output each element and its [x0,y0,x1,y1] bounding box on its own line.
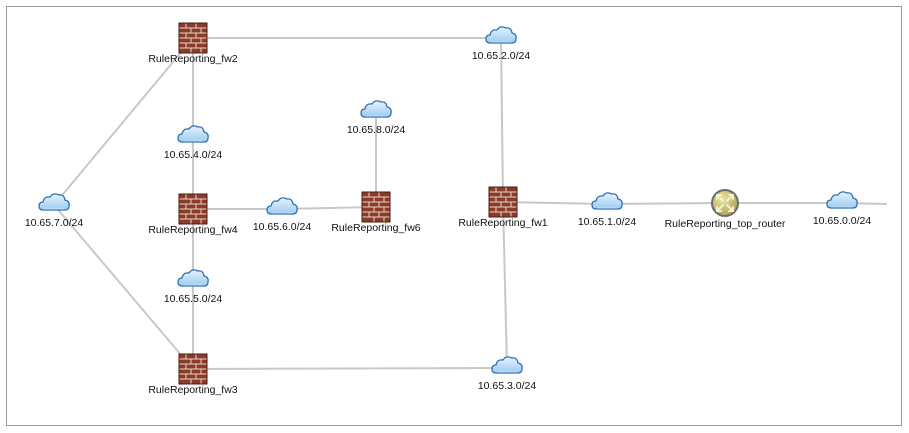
cloud-shape [360,100,392,118]
node-net_1[interactable]: 10.65.1.0/24 [578,192,637,228]
node-label: 10.65.2.0/24 [472,50,531,62]
link-net_2-fw1 [500,37,504,203]
node-fw3[interactable]: RuleReporting_fw3 [148,353,238,396]
node-net_3[interactable]: 10.65.3.0/24 [478,356,537,392]
cloud-shape [826,191,858,209]
node-net_2[interactable]: 10.65.2.0/24 [472,26,531,62]
node-label: 10.65.3.0/24 [478,380,537,392]
link-fw2-net_7 [53,37,194,206]
cloud-icon [177,269,209,287]
cloud-icon [177,125,209,143]
cloud-shape [38,193,70,211]
link-net_1-router [606,202,726,205]
cloud-icon [266,197,298,215]
node-net_6[interactable]: 10.65.6.0/24 [253,197,312,233]
node-fw6[interactable]: RuleReporting_fw6 [331,191,421,234]
node-label: 10.65.7.0/24 [25,217,84,229]
cloud-shape [485,26,517,44]
firewall-icon [178,22,208,54]
node-net_8[interactable]: 10.65.8.0/24 [347,100,406,136]
router-icon [711,189,739,217]
node-router[interactable]: RuleReporting_top_router [665,189,786,230]
cloud-icon [38,193,70,211]
link-fw1-net_1 [502,201,608,205]
cloud-shape [177,125,209,143]
node-label: 10.65.4.0/24 [164,149,223,161]
firewall-icon [488,186,518,218]
firewall-icon [178,193,208,225]
cloud-shape [266,197,298,215]
firewall-icon [361,191,391,223]
node-net_4[interactable]: 10.65.4.0/24 [164,125,223,161]
node-label: RuleReporting_top_router [665,218,786,230]
cloud-shape [177,269,209,287]
node-label: 10.65.5.0/24 [164,293,223,305]
router-body [711,189,739,217]
cloud-icon [360,100,392,118]
node-label: 10.65.1.0/24 [578,216,637,228]
node-label: RuleReporting_fw6 [331,222,420,234]
firewall-icon [178,353,208,385]
node-label: RuleReporting_fw4 [148,224,237,236]
node-fw2[interactable]: RuleReporting_fw2 [148,22,238,65]
node-net_0[interactable]: 10.65.0.0/24 [813,191,872,227]
cloud-shape [591,192,623,210]
node-fw1[interactable]: RuleReporting_fw1 [458,186,548,229]
node-net_5[interactable]: 10.65.5.0/24 [164,269,223,305]
link-net_3-fw1 [502,201,508,369]
cloud-icon [591,192,623,210]
node-label: 10.65.6.0/24 [253,221,312,233]
links-layer [53,37,888,370]
link-fw3-net_3 [192,367,508,370]
cloud-icon [485,26,517,44]
cloud-icon [491,356,523,374]
node-net_7[interactable]: 10.65.7.0/24 [25,193,84,229]
cloud-icon [826,191,858,209]
cloud-shape [491,356,523,374]
node-label: 10.65.0.0/24 [813,215,872,227]
node-label: RuleReporting_fw1 [458,217,547,229]
node-label: 10.65.8.0/24 [347,124,406,136]
link-net_7-fw3 [53,204,194,370]
node-label: RuleReporting_fw3 [148,384,237,396]
node-label: RuleReporting_fw2 [148,53,237,65]
node-fw4[interactable]: RuleReporting_fw4 [148,193,238,236]
